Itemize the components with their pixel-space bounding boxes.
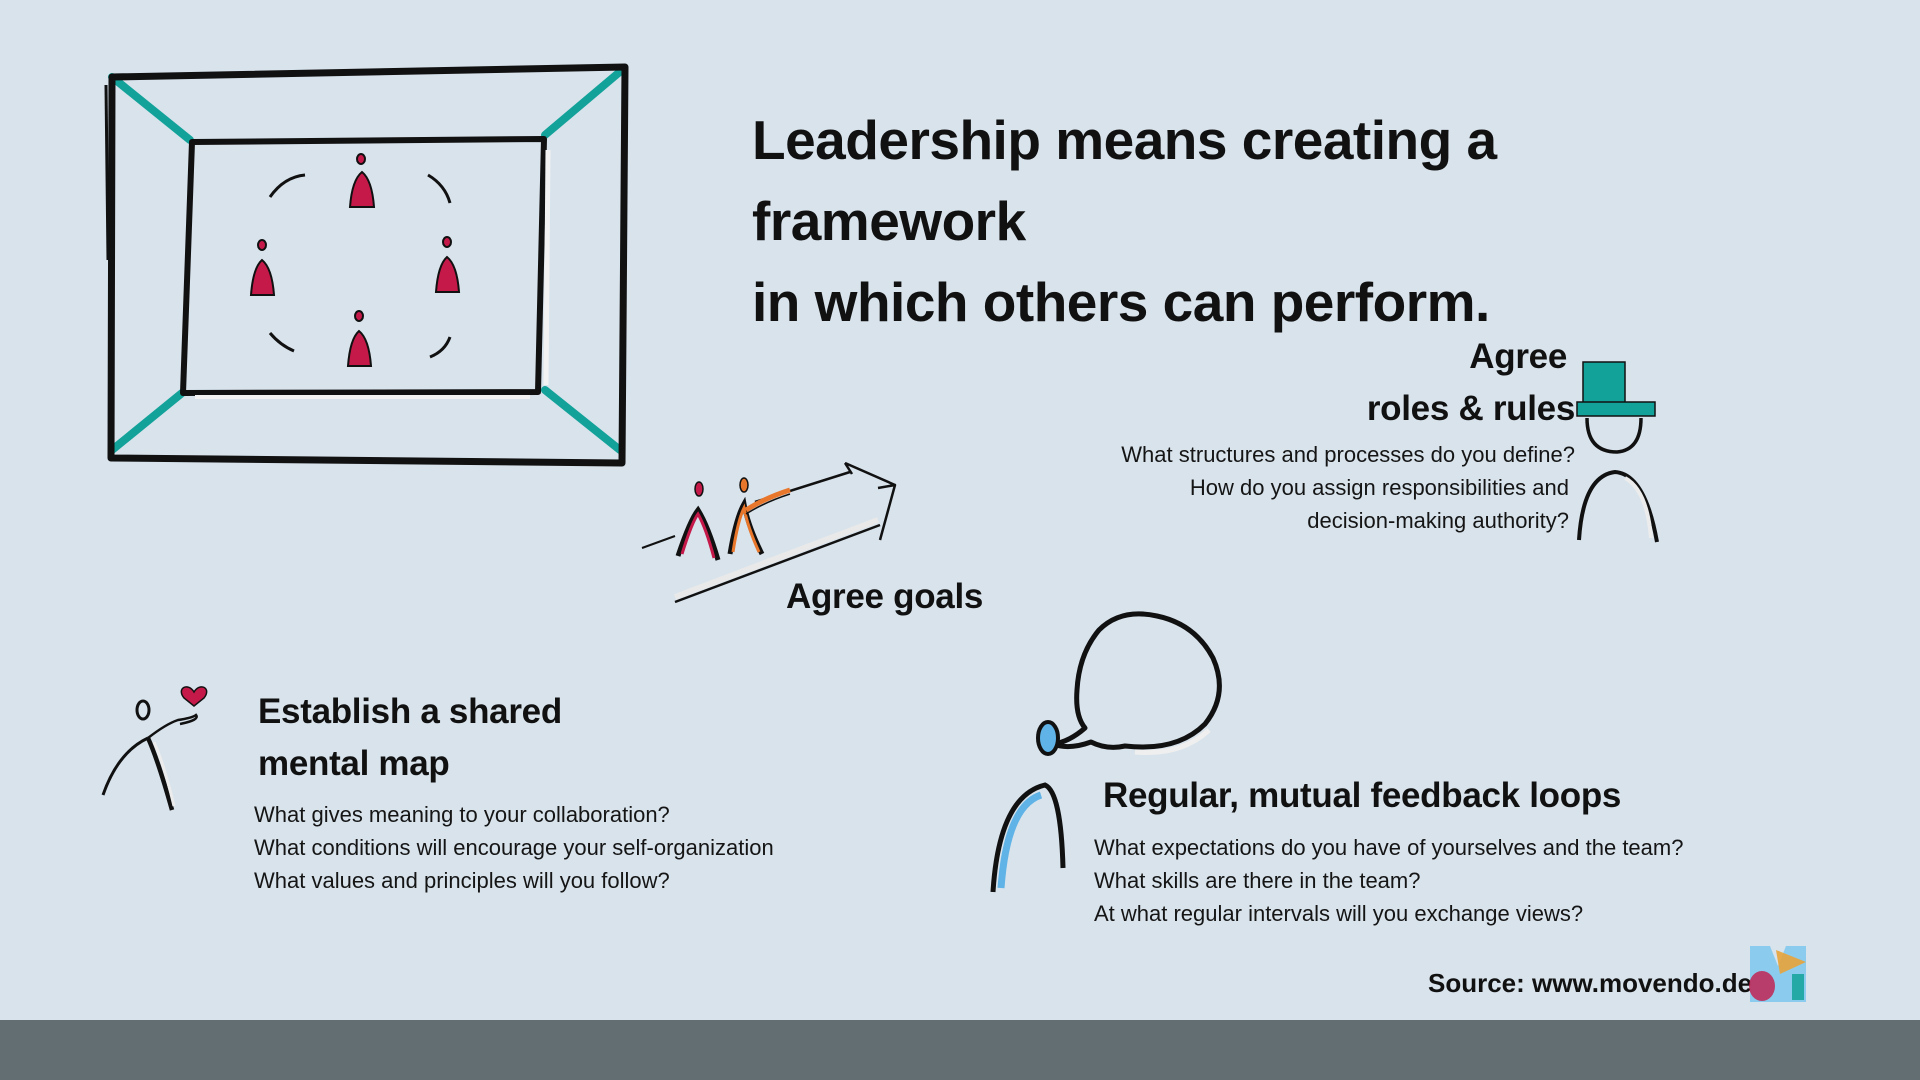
feedback-question-1: What expectations do you have of yoursel… — [1094, 835, 1684, 860]
mental-map-title-line-2: mental map — [258, 744, 450, 783]
headline-line-2: in which others can perform. — [752, 271, 1490, 333]
roles-title-line-1: Agree — [1469, 337, 1567, 376]
mental-map-question-1: What gives meaning to your collaboration… — [254, 802, 670, 827]
feedback-title: Regular, mutual feedback loops — [1103, 776, 1622, 815]
mental-map-question-2: What conditions will encourage your self… — [254, 835, 774, 860]
team-circle-icon — [249, 153, 461, 367]
mental-map-questions: What gives meaning to your collaboration… — [254, 798, 774, 897]
roles-title-line-2: roles & rules — [1366, 389, 1575, 428]
mental-map-title-line-1: Establish a shared — [258, 692, 562, 731]
top-hat-person-icon — [1576, 361, 1659, 543]
mental-map-question-3: What values and principles will you foll… — [254, 868, 670, 893]
mental-map-title: Establish a shared mental map — [258, 686, 562, 790]
speech-bubble-person-icon — [990, 611, 1222, 893]
movendo-logo-icon — [1749, 946, 1806, 1002]
headline-line-1: Leadership means creating a framework — [752, 109, 1497, 252]
roles-questions: What structures and processes do you def… — [1000, 438, 1575, 537]
person-heart-icon — [101, 686, 208, 811]
framework-frame-icon — [104, 63, 629, 467]
roles-title: Agree roles & rules — [1250, 331, 1575, 435]
footer-bar — [0, 1020, 1920, 1080]
roles-question-3: decision-making authority? — [1307, 508, 1569, 533]
roles-question-1: What structures and processes do you def… — [1121, 442, 1575, 467]
headline: Leadership means creating a framework in… — [752, 100, 1752, 343]
climbing-arrow-icon — [641, 461, 897, 604]
feedback-questions: What expectations do you have of yoursel… — [1094, 831, 1683, 930]
goals-title: Agree goals — [786, 577, 984, 616]
feedback-question-2: What skills are there in the team? — [1094, 868, 1421, 893]
feedback-question-3: At what regular intervals will you excha… — [1094, 901, 1584, 926]
source-credit: Source: www.movendo.de — [1428, 968, 1753, 998]
roles-question-2: How do you assign responsibilities and — [1189, 475, 1569, 500]
